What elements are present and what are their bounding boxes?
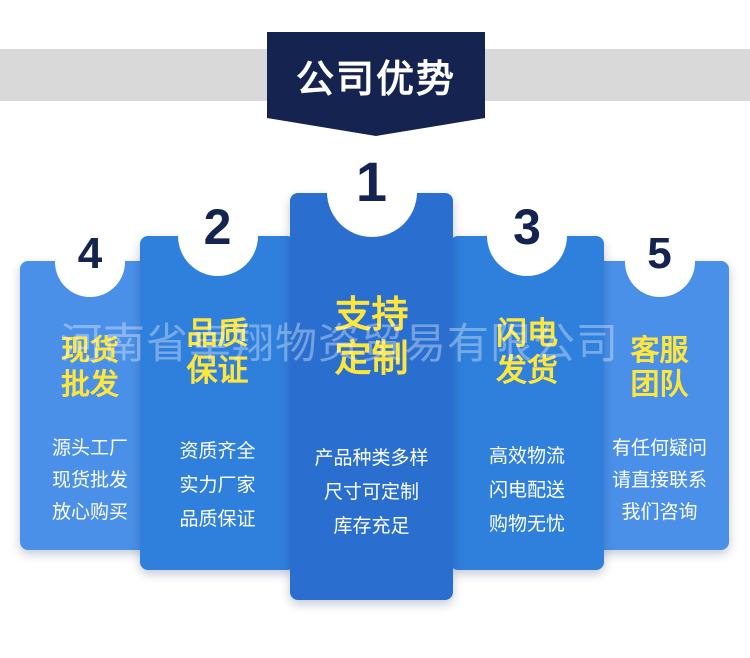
card-heading: 支持定制 [334,293,409,380]
card-line: 高效物流 [488,445,565,467]
card-number: 1 [355,150,388,213]
card-line: 闪电配送 [488,479,565,501]
card-number: 4 [77,229,103,278]
card-line: 请直接联系 [611,469,707,491]
card-number: 3 [513,199,541,255]
card-heading: 客服团队 [630,333,689,402]
card-heading: 现货批发 [60,333,119,402]
page-title: 公司优势 [295,57,456,101]
card-line: 源头工厂 [51,437,128,459]
card-heading: 品质保证 [186,316,249,389]
title-banner: 公司优势 [267,32,485,136]
card-line: 资质齐全 [179,440,256,462]
advantage-card-quality: 2 品质保证 资质齐全 实力厂家 品质保证 [140,196,295,570]
advantage-card-custom: 1 支持定制 产品种类多样 尺寸可定制 库存充足 [290,147,453,600]
card-number: 2 [203,199,232,255]
card-line: 尺寸可定制 [323,481,419,503]
card-line: 实力厂家 [179,474,256,496]
advantage-card-wholesale: 4 现货批发 源头工厂 现货批发 放心购买 [20,227,160,550]
card-line: 放心购买 [51,501,128,523]
advantage-card-service: 5 客服团队 有任何疑问 请直接联系 我们咨询 [590,227,729,550]
card-line: 购物无忧 [488,513,565,535]
card-line: 产品种类多样 [314,447,429,469]
card-line: 有任何疑问 [611,437,707,459]
card-line: 现货批发 [51,469,128,491]
card-line: 我们咨询 [621,501,698,523]
advantage-card-shipping: 3 闪电发货 高效物流 闪电配送 购物无忧 [450,196,604,570]
card-heading: 闪电发货 [496,316,558,389]
card-line: 库存充足 [333,515,410,537]
card-line: 品质保证 [179,508,256,530]
card-number: 5 [647,229,672,278]
